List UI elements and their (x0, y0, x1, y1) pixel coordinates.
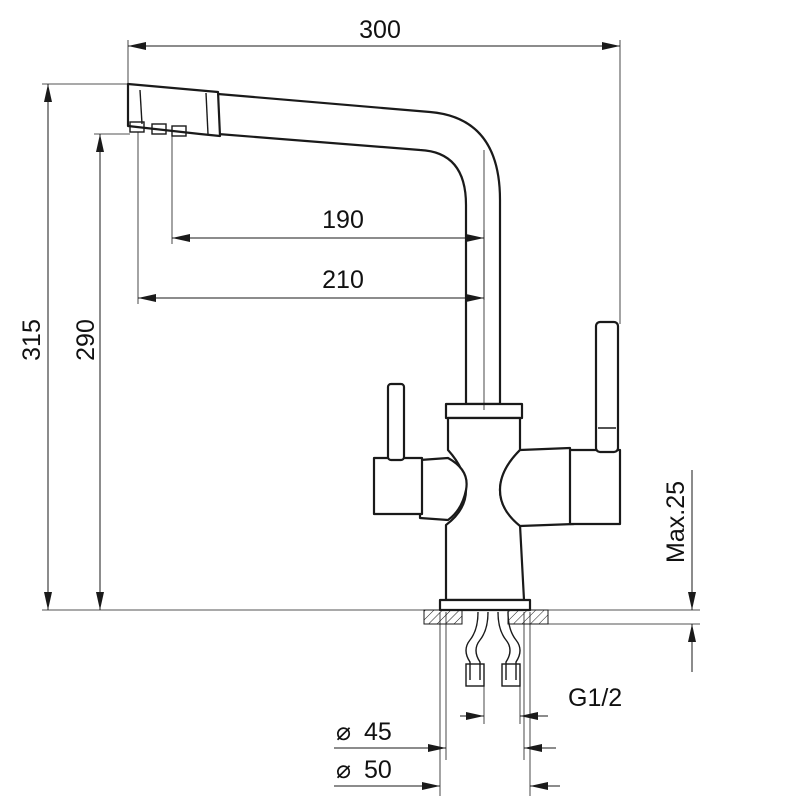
dim-text-outlet-height: 290 (72, 319, 100, 361)
dimension-overall-height: 315 (18, 83, 700, 611)
right-lever-stem (594, 320, 620, 454)
diameter-symbol-large: ⌀ (336, 756, 351, 784)
left-lever-stem (386, 382, 406, 462)
dimension-spout-reach-inner: 190 (171, 134, 485, 300)
outlet-nozzle-right (171, 125, 187, 137)
spout-head (126, 82, 222, 138)
dim-text-base-diameter-small: 45 (364, 718, 392, 746)
spout (216, 92, 502, 406)
dimension-outlet-height: 290 (72, 133, 130, 610)
dim-text-thread: G1/2 (568, 684, 622, 712)
dimension-spout-reach-outer: 210 (137, 132, 484, 304)
deck-right-section (507, 609, 549, 625)
dim-text-base-diameter-large: 50 (364, 756, 392, 784)
faucet-outline (126, 82, 622, 687)
dim-text-overall-width: 300 (359, 16, 401, 44)
left-lever-body (418, 456, 468, 522)
outlet-nozzle-mid (151, 123, 167, 135)
base-plate (438, 598, 532, 612)
dim-text-spout-reach-inner: 190 (322, 206, 364, 234)
dim-text-max-deck-thickness: Max.25 (662, 481, 690, 563)
left-lever-cap (372, 456, 424, 516)
outlet-nozzle-left (129, 121, 145, 133)
dimension-max-deck-thickness: Max.25 (548, 470, 700, 672)
dim-text-spout-reach-outer: 210 (322, 266, 364, 294)
diameter-symbol-small: ⌀ (336, 718, 351, 746)
dim-text-overall-height: 315 (18, 319, 46, 361)
dimension-overall-width: 300 (127, 16, 621, 324)
right-lever-cap (568, 448, 622, 526)
deck-left-section (423, 609, 463, 625)
dimension-base-diameter-large: ⌀ 50 (334, 612, 560, 796)
supply-hoses (465, 611, 521, 687)
right-lever-body (498, 446, 576, 528)
dimension-thread: G1/2 (460, 684, 622, 724)
dimension-base-diameter-small: ⌀ 45 (334, 612, 556, 760)
